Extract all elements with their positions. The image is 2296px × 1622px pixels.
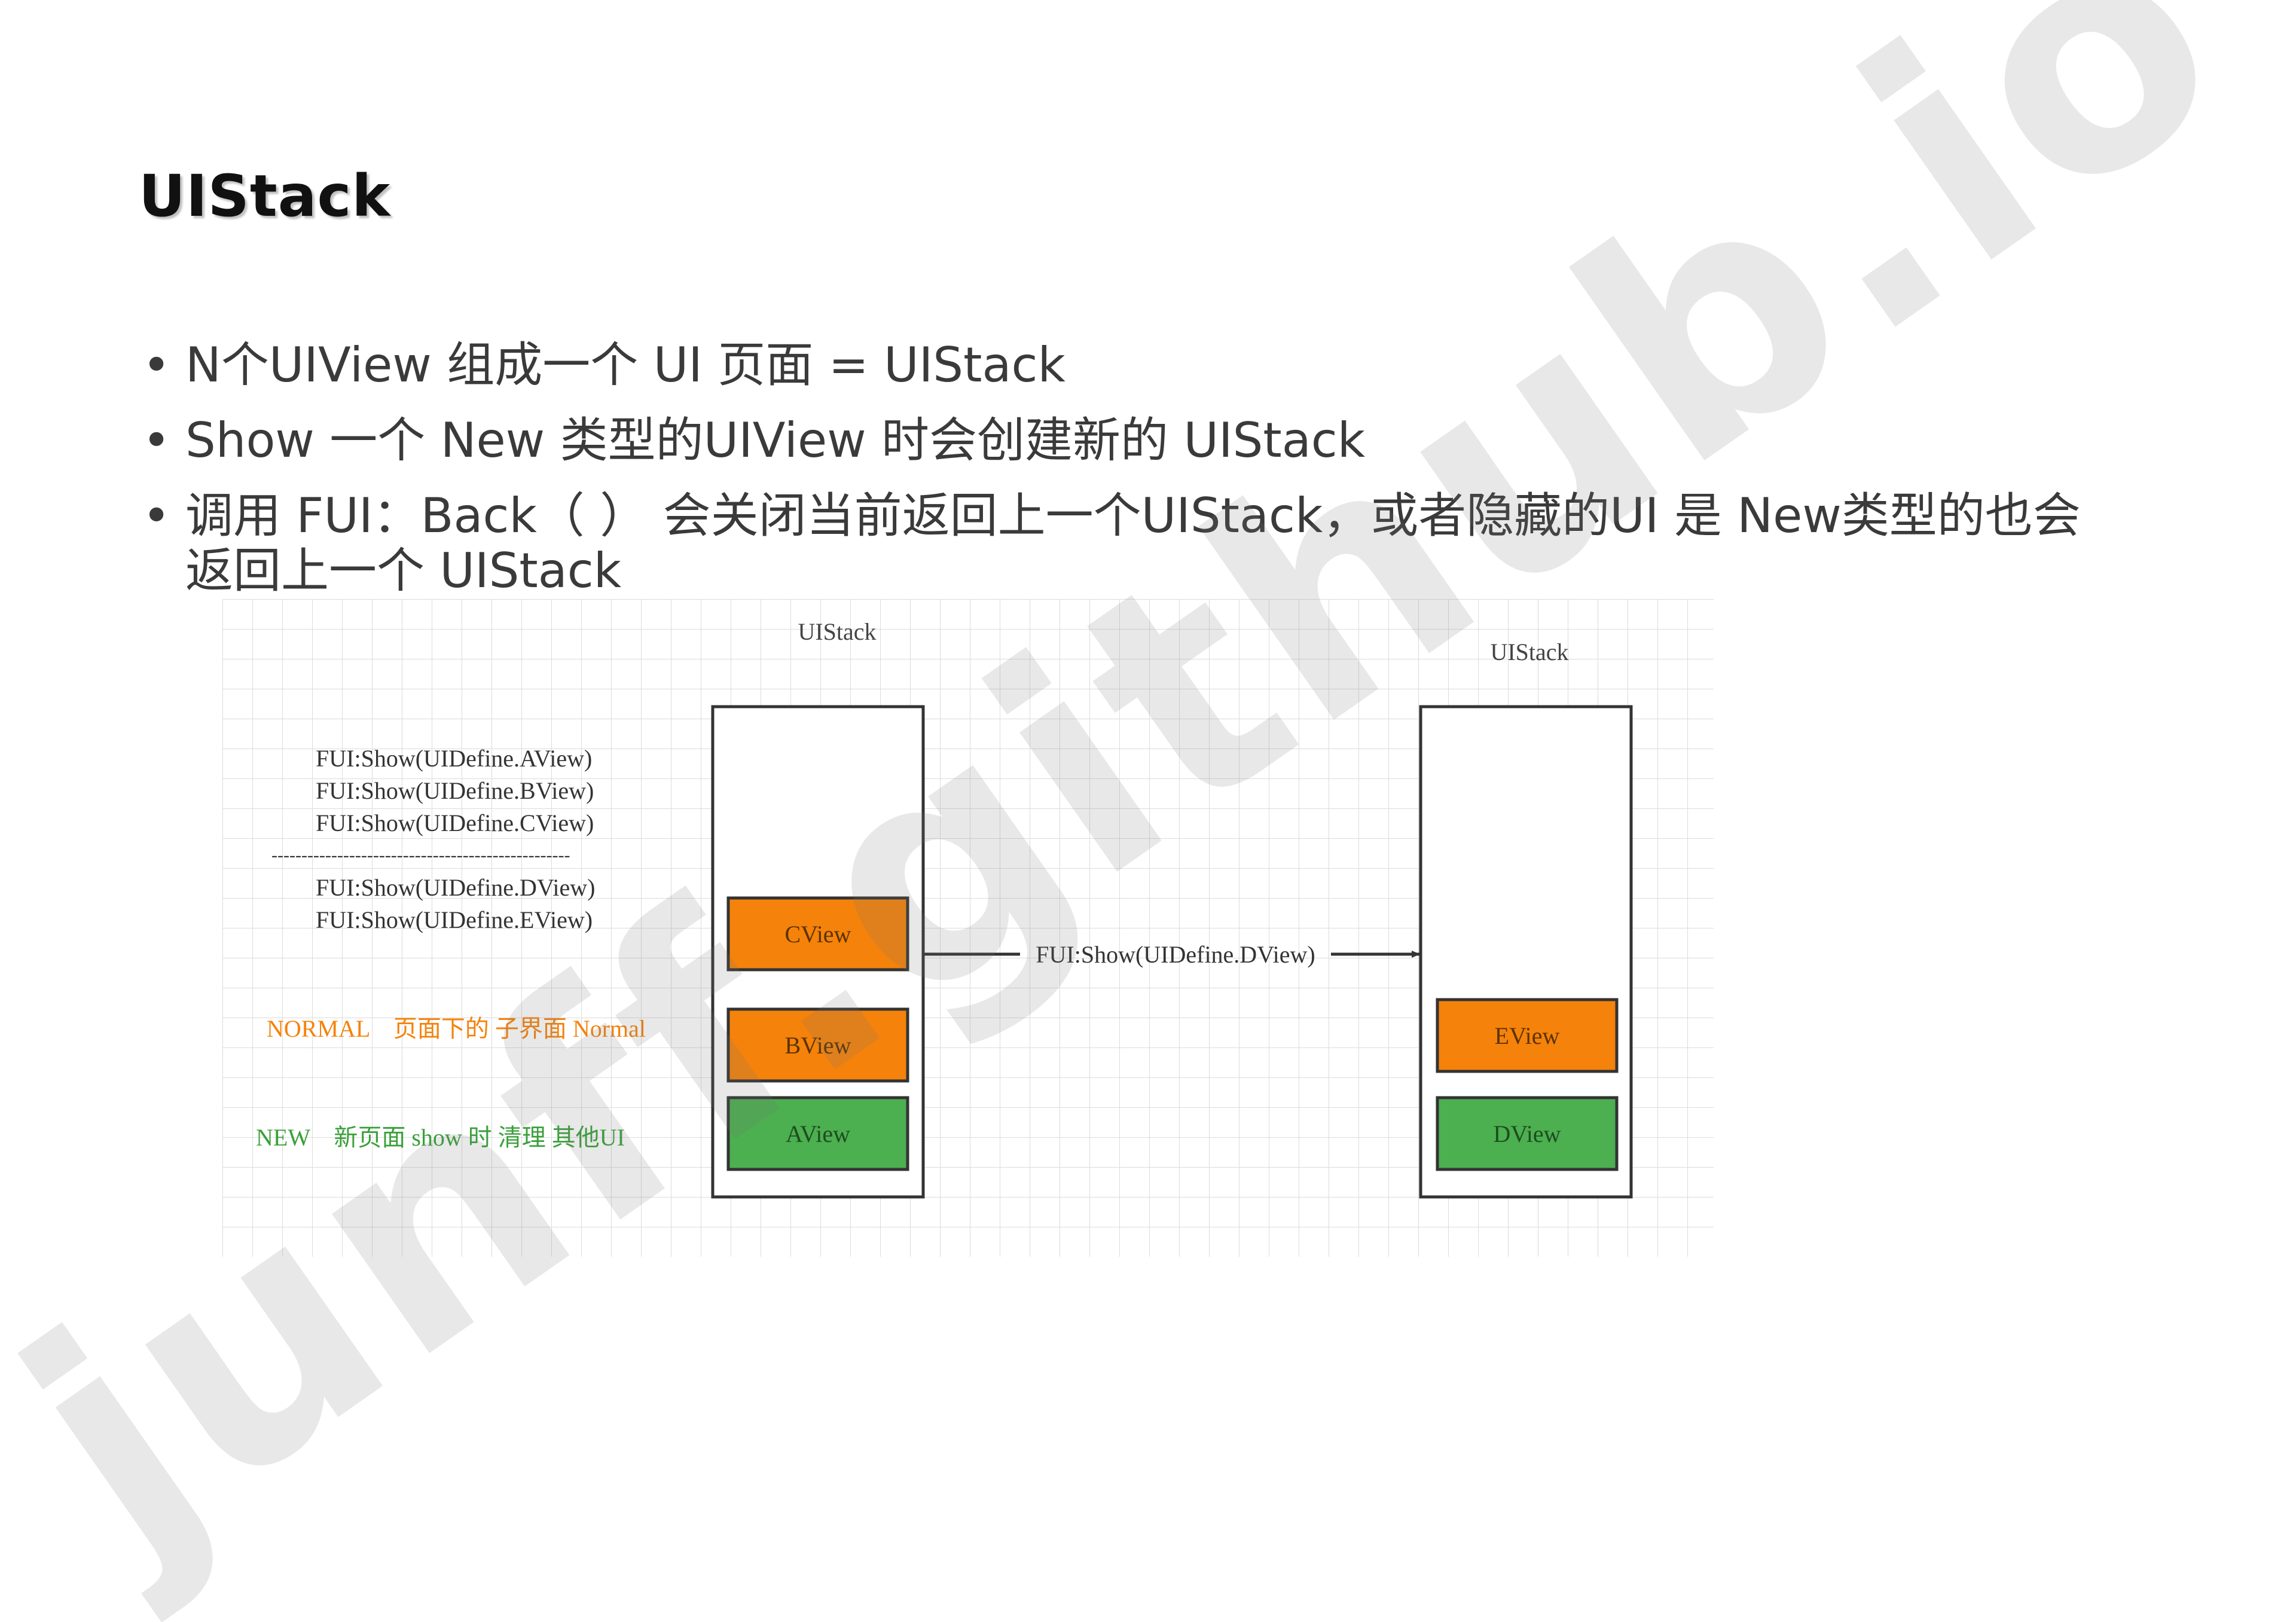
uistack-diagram: UIStack UIStack FUI:Show(UIDefine.AView)… (222, 599, 1714, 1257)
code-lines: FUI:Show(UIDefine.AView) FUI:Show(UIDefi… (271, 745, 596, 933)
legend-normal: NORMAL 页面下的 子界面 Normal (267, 1015, 646, 1042)
bullet-text-continuation: 返回上一个 UIStack (185, 543, 622, 598)
view-eview: EView (1436, 998, 1619, 1073)
bullet-item: • N个UIView 组成一个 UI 页面 = UIStack (142, 338, 2115, 393)
bullet-text: Show 一个 New 类型的UIView 时会创建新的 UIStack (185, 413, 1366, 468)
bullet-text: 调用 FUI：Back（ ） 会关闭当前返回上一个UIStack，或者隐藏的UI… (185, 488, 2081, 543)
bullet-item: • Show 一个 New 类型的UIView 时会创建新的 UIStack (142, 413, 2115, 468)
bullet-dot: • (142, 413, 171, 468)
legend-new: NEW 新页面 show 时 清理 其他UI (256, 1124, 625, 1151)
view-label: EView (1495, 1022, 1560, 1049)
view-cview: CView (726, 896, 909, 972)
view-label: CView (785, 921, 851, 948)
code-line: FUI:Show(UIDefine.DView) (316, 874, 596, 901)
code-line: FUI:Show(UIDefine.CView) (316, 810, 594, 836)
view-bview: BView (726, 1007, 909, 1083)
view-aview: AView (726, 1096, 909, 1171)
view-label: AView (786, 1120, 850, 1147)
bullet-dot: • (142, 488, 171, 543)
bullet-item: • 调用 FUI：Back（ ） 会关闭当前返回上一个UIStack，或者隐藏的… (142, 488, 2115, 598)
view-dview: DView (1436, 1096, 1619, 1171)
stack-label-right: UIStack (1490, 639, 1568, 665)
code-separator: ----------------------------------------… (271, 845, 570, 865)
stack-label-left: UIStack (798, 618, 876, 645)
code-line: FUI:Show(UIDefine.BView) (316, 777, 594, 804)
arrow-label: FUI:Show(UIDefine.DView) (1036, 941, 1315, 968)
code-line: FUI:Show(UIDefine.EView) (316, 906, 593, 933)
bullet-text: N个UIView 组成一个 UI 页面 = UIStack (185, 337, 1065, 393)
slide-title: UIStack (139, 163, 391, 230)
bullet-dot: • (142, 337, 171, 393)
view-label: BView (785, 1032, 851, 1059)
view-label: DView (1493, 1120, 1561, 1147)
code-line: FUI:Show(UIDefine.AView) (316, 745, 592, 772)
bullet-list: • N个UIView 组成一个 UI 页面 = UIStack • Show 一… (142, 338, 2115, 598)
